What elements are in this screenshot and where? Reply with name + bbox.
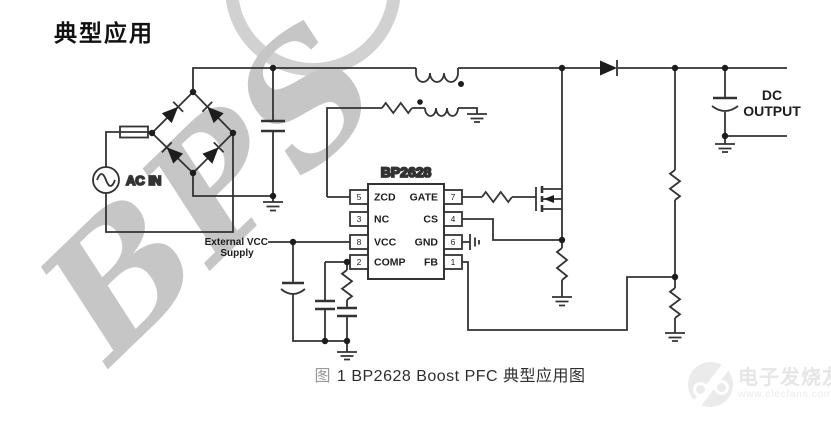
polarity-dot — [417, 99, 423, 105]
elecfans-logo-icon — [688, 361, 733, 407]
sense-resistor — [555, 247, 569, 281]
circuit-schematic: AC IN — [92, 60, 801, 361]
polarity-dot — [458, 81, 464, 87]
comp-capacitor-a — [315, 299, 335, 311]
ic-name: BP2628 — [381, 164, 432, 180]
input-capacitor — [261, 119, 285, 133]
dc-output-label-1: DC — [762, 87, 782, 103]
wires — [105, 67, 787, 352]
pin-name: ZCD — [374, 192, 396, 204]
zcd-resistor — [381, 101, 413, 115]
elecfans-watermark: 电子发烧友 www.elecfans.com — [688, 360, 831, 408]
pin-num: 4 — [451, 214, 456, 224]
mosfet — [535, 186, 562, 212]
ext-vcc-label-1: External VCC — [205, 237, 268, 248]
pin-num: 8 — [357, 237, 362, 247]
ac-source — [92, 166, 120, 194]
output-capacitor — [711, 96, 739, 112]
ic-bp2628: BP2628 5 3 8 2 ZCD NC VCC COMP — [349, 163, 463, 280]
pin-name: GATE — [410, 192, 438, 204]
vcc-capacitor — [280, 281, 306, 295]
elecfans-logo-text: 电子发烧友 — [738, 366, 831, 389]
pin-name: FB — [424, 257, 438, 269]
figure-caption: 图 1 BP2628 Boost PFC 典型应用图 — [170, 362, 730, 386]
pin-num: 3 — [357, 214, 362, 224]
pin-name: NC — [374, 214, 390, 226]
figure-caption-text: 1 BP2628 Boost PFC 典型应用图 — [336, 368, 586, 385]
bridge-rectifier — [151, 90, 234, 175]
fb-divider-r2 — [668, 287, 682, 319]
pin-num: 1 — [451, 257, 456, 267]
comp-capacitor-b — [337, 306, 357, 318]
comp-resistor — [340, 269, 354, 301]
ac-in-label: AC IN — [126, 173, 161, 188]
aux-winding — [417, 99, 459, 117]
fb-divider-r1 — [668, 169, 682, 201]
pin-num: 6 — [451, 237, 456, 247]
pin-num: 7 — [451, 192, 456, 202]
elecfans-logo-url: www.elecfans.com — [738, 387, 831, 400]
ground-symbols — [263, 113, 735, 361]
pin-name: GND — [415, 237, 439, 249]
ext-vcc-label-2: Supply — [220, 248, 254, 259]
dc-output-label-2: OUTPUT — [743, 103, 801, 119]
pin-name: CS — [423, 214, 438, 226]
boost-inductor — [415, 68, 464, 87]
figure-marker: 图 — [314, 368, 331, 385]
pin-num: 5 — [357, 192, 362, 202]
pin-name: VCC — [374, 237, 397, 249]
pin-name: COMP — [374, 257, 406, 269]
junction-dots — [148, 64, 729, 345]
page-title: 典型应用 — [54, 20, 154, 46]
gate-resistor — [481, 190, 513, 204]
boost-diode — [600, 60, 618, 76]
pin-num: 2 — [357, 257, 362, 267]
fuse — [119, 125, 149, 139]
